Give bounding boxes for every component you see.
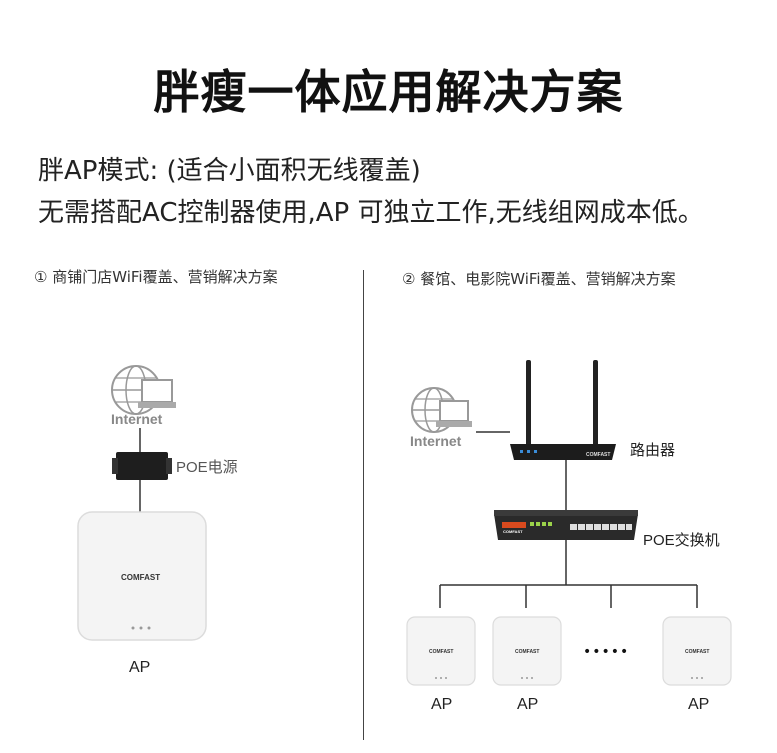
section-divider — [363, 270, 364, 740]
router-brand: COMFAST — [586, 452, 610, 458]
router-label: 路由器 — [630, 442, 675, 459]
poe-switch-icon — [494, 510, 638, 540]
ap-label-left: AP — [129, 659, 150, 676]
ap-label-right-2: AP — [517, 696, 538, 713]
mode-heading: 胖AP模式: (适合小面积无线覆盖) — [38, 156, 421, 186]
switch-brand: COMFAST — [503, 529, 523, 534]
ap-device-left — [77, 511, 207, 641]
ap-label-right-1: AP — [431, 696, 452, 713]
left-section-heading: ① 商铺门店WiFi覆盖、营销解决方案 — [34, 268, 278, 286]
ap-label-right-3: AP — [688, 696, 709, 713]
internet-globe-icon-right — [411, 387, 472, 433]
ap-device-right-3 — [662, 616, 732, 686]
router-icon — [510, 360, 616, 460]
ap-brand-left: COMFAST — [121, 573, 160, 582]
mode-description: 无需搭配AC控制器使用,AP 可独立工作,无线组网成本低。 — [38, 198, 704, 228]
switch-label: POE交换机 — [643, 531, 720, 549]
ellipsis: ••••• — [583, 644, 629, 660]
page-title: 胖瘦一体应用解决方案 — [153, 65, 624, 119]
poe-injector-icon — [112, 452, 172, 480]
ap-brand-right-3: COMFAST — [685, 649, 709, 655]
ap-brand-right-2: COMFAST — [515, 649, 539, 655]
ap-brand-right-1: COMFAST — [429, 649, 453, 655]
ap-device-right-1 — [406, 616, 476, 686]
internet-globe-icon-left — [111, 365, 176, 415]
internet-label-left: Internet — [111, 411, 163, 427]
right-section-heading: ② 餐馆、电影院WiFi覆盖、营销解决方案 — [402, 270, 676, 288]
ap-device-right-2 — [492, 616, 562, 686]
poe-label: POE电源 — [176, 459, 238, 476]
internet-label-right: Internet — [410, 433, 462, 449]
